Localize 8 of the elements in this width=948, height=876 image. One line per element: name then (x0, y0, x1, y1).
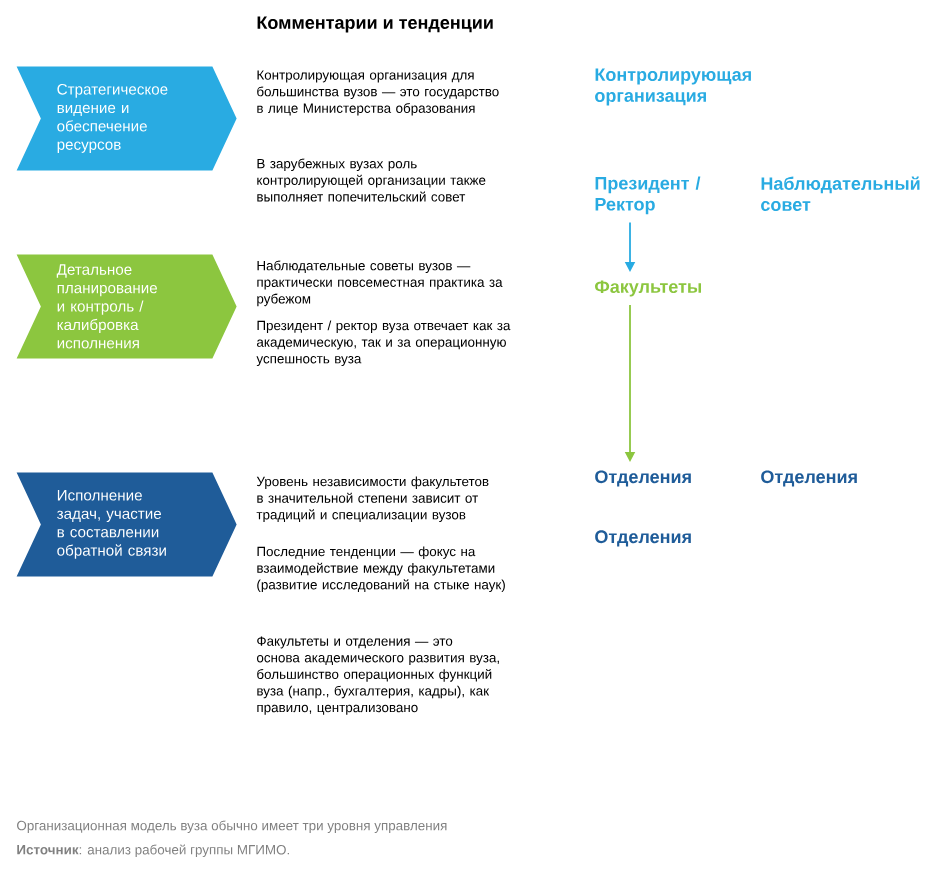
org-unit-label: Наблюдательный совет (761, 176, 920, 211)
org-unit-label: Президент / Ректор (595, 176, 701, 215)
org-unit-label: Отделения (595, 470, 691, 487)
org-unit-label: Отделения (595, 530, 691, 547)
heading: Комментарии и тенденции (257, 16, 493, 33)
org-unit-label: Контролирующая организация (595, 68, 751, 106)
org-unit-label: Факультеты (595, 280, 701, 297)
org-unit-label: Отделения (761, 470, 857, 487)
